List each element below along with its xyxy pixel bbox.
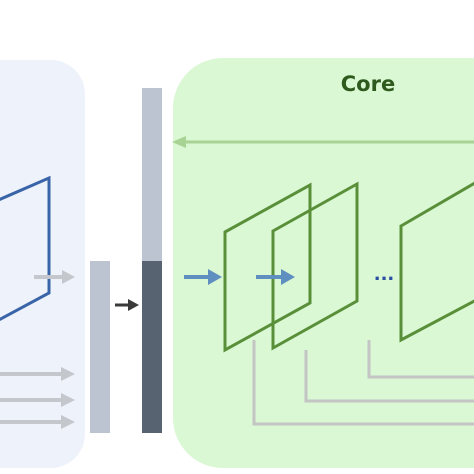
feedback-arrow — [172, 136, 474, 148]
core-feature-map-3 — [399, 181, 474, 343]
core-feature-map-2 — [271, 181, 359, 351]
left-bottom-arrow-1 — [0, 367, 75, 381]
stacked-bar-bottom — [142, 261, 162, 433]
left-panel — [0, 60, 85, 468]
stacked-bar-top — [142, 88, 162, 261]
connector-2 — [304, 350, 474, 403]
core-ellipsis: ... — [374, 264, 395, 285]
left-bottom-arrow-2 — [0, 393, 75, 407]
core-connectors — [252, 340, 474, 426]
left-gray-arrow — [34, 270, 75, 284]
core-feature-map-1 — [223, 182, 312, 353]
small-feature-bar — [90, 261, 110, 433]
core-input-arrow-2 — [256, 269, 295, 285]
core-title: Core — [340, 72, 396, 96]
left-bottom-arrow-3 — [0, 415, 75, 429]
connector-3 — [367, 340, 474, 379]
core-input-arrow-1 — [184, 269, 222, 285]
left-feature-map — [0, 175, 51, 321]
connector-1 — [252, 340, 474, 426]
core-panel — [173, 58, 474, 468]
concat-arrow — [115, 299, 139, 311]
